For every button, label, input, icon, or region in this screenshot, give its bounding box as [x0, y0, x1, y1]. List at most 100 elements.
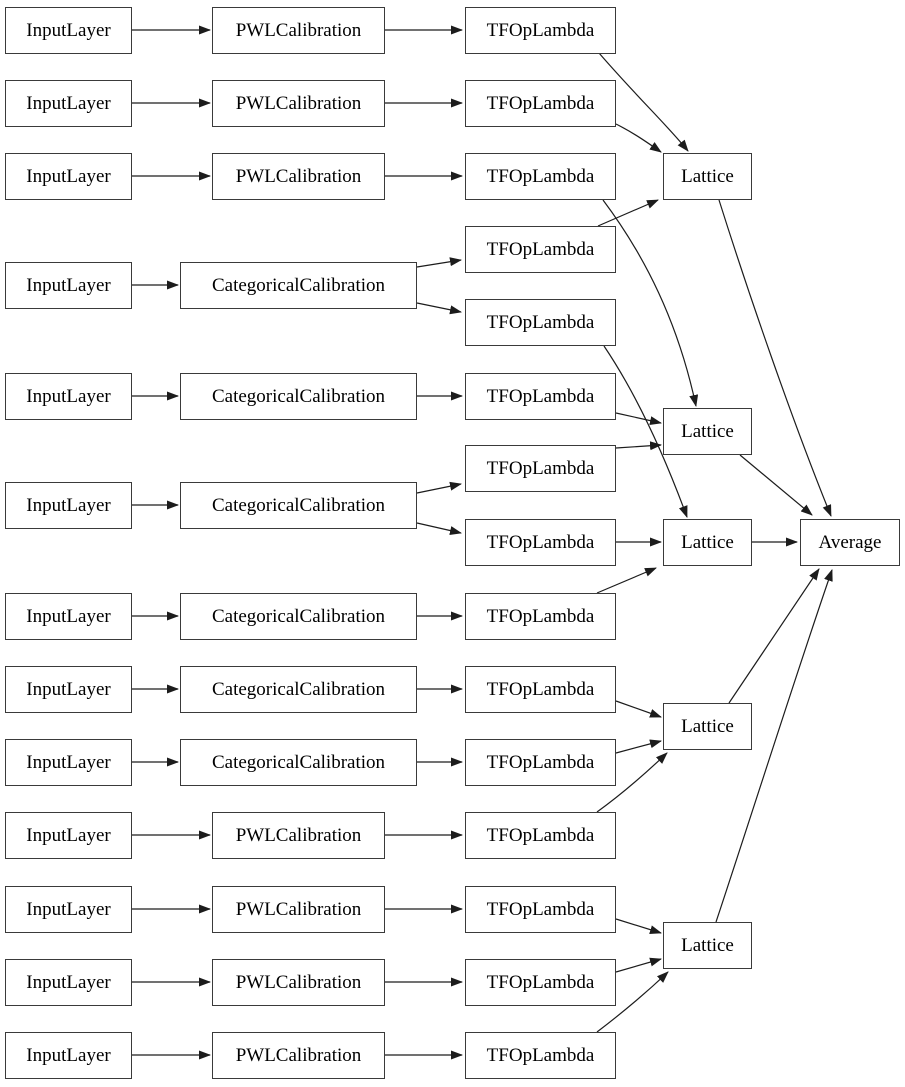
node-lambda4: TFOpLambda [465, 226, 616, 273]
edge-lambda10-to-lattice4 [615, 700, 662, 718]
node-label-input4: InputLayer [26, 274, 111, 296]
node-label-pwl3: PWLCalibration [235, 165, 362, 187]
node-label-lambda1: TFOpLambda [486, 19, 595, 41]
node-label-cc2: CategoricalCalibration [211, 385, 386, 407]
node-pwl4: PWLCalibration [212, 812, 385, 859]
node-input12: InputLayer [5, 959, 132, 1006]
node-input9: InputLayer [5, 739, 132, 786]
node-label-lambda8: TFOpLambda [486, 531, 595, 553]
node-pwl2: PWLCalibration [212, 80, 385, 127]
node-label-cc3: CategoricalCalibration [211, 494, 386, 516]
node-label-lambda9: TFOpLambda [486, 605, 595, 627]
node-label-input6: InputLayer [26, 494, 111, 516]
node-label-lambda5: TFOpLambda [486, 311, 595, 333]
node-label-lambda7: TFOpLambda [486, 457, 595, 479]
edge-cc3-to-lambda8 [416, 522, 462, 535]
node-label-lambda6: TFOpLambda [486, 385, 595, 407]
node-cc4: CategoricalCalibration [180, 593, 417, 640]
edge-lambda5-to-lattice3 [603, 345, 688, 518]
node-lambda8: TFOpLambda [465, 519, 616, 566]
edge-lambda4-to-lattice1 [597, 199, 659, 227]
edge-lattice5-to-average [715, 569, 833, 923]
node-cc2: CategoricalCalibration [180, 373, 417, 420]
node-label-lattice5: Lattice [681, 934, 734, 956]
node-input13: InputLayer [5, 1032, 132, 1079]
edge-lambda13-to-lattice5 [615, 918, 662, 935]
node-label-cc4: CategoricalCalibration [211, 605, 386, 627]
node-label-pwl7: PWLCalibration [235, 1044, 362, 1066]
node-lattice3: Lattice [663, 519, 752, 566]
node-input10: InputLayer [5, 812, 132, 859]
node-pwl5: PWLCalibration [212, 886, 385, 933]
node-pwl6: PWLCalibration [212, 959, 385, 1006]
node-label-lambda3: TFOpLambda [486, 165, 595, 187]
node-lambda11: TFOpLambda [465, 739, 616, 786]
edges-group [132, 25, 833, 1060]
edge-lambda1-to-lattice1 [598, 52, 689, 152]
node-label-lambda4: TFOpLambda [486, 238, 595, 260]
node-label-input11: InputLayer [26, 898, 111, 920]
node-label-cc1: CategoricalCalibration [211, 274, 386, 296]
node-lambda6: TFOpLambda [465, 373, 616, 420]
node-lambda7: TFOpLambda [465, 445, 616, 492]
node-input11: InputLayer [5, 886, 132, 933]
node-label-pwl6: PWLCalibration [235, 971, 362, 993]
edge-lambda12-to-lattice4 [596, 752, 668, 813]
edge-lambda2-to-lattice1 [615, 123, 662, 153]
edge-cc3-to-lambda7 [416, 481, 462, 494]
node-pwl3: PWLCalibration [212, 153, 385, 200]
node-average: Average [800, 519, 900, 566]
edge-lambda14-to-lattice5 [615, 957, 662, 973]
node-label-cc6: CategoricalCalibration [211, 751, 386, 773]
node-pwl1: PWLCalibration [212, 7, 385, 54]
node-cc3: CategoricalCalibration [180, 482, 417, 529]
node-label-lambda10: TFOpLambda [486, 678, 595, 700]
edge-cc1-to-lambda5 [416, 302, 462, 315]
node-label-lambda12: TFOpLambda [486, 824, 595, 846]
node-label-lattice4: Lattice [681, 715, 734, 737]
node-lambda5: TFOpLambda [465, 299, 616, 346]
edge-lambda9-to-lattice3 [596, 567, 657, 594]
node-label-lattice3: Lattice [681, 531, 734, 553]
node-lambda10: TFOpLambda [465, 666, 616, 713]
node-input5: InputLayer [5, 373, 132, 420]
node-lambda9: TFOpLambda [465, 593, 616, 640]
node-cc1: CategoricalCalibration [180, 262, 417, 309]
edge-lambda3-to-lattice2 [602, 199, 699, 407]
edge-lambda7-to-lattice2 [615, 441, 662, 451]
node-label-input13: InputLayer [26, 1044, 111, 1066]
edge-lambda6-to-lattice2 [615, 412, 662, 426]
node-label-average: Average [818, 531, 882, 553]
node-label-lambda13: TFOpLambda [486, 898, 595, 920]
node-label-input8: InputLayer [26, 678, 111, 700]
node-lattice5: Lattice [663, 922, 752, 969]
node-label-input2: InputLayer [26, 92, 111, 114]
node-cc6: CategoricalCalibration [180, 739, 417, 786]
node-lattice4: Lattice [663, 703, 752, 750]
edge-lambda11-to-lattice4 [615, 739, 662, 754]
edge-lambda15-to-lattice5 [596, 971, 669, 1033]
node-lambda14: TFOpLambda [465, 959, 616, 1006]
node-lambda1: TFOpLambda [465, 7, 616, 54]
node-label-input3: InputLayer [26, 165, 111, 187]
node-input8: InputLayer [5, 666, 132, 713]
node-lambda3: TFOpLambda [465, 153, 616, 200]
node-label-input1: InputLayer [26, 19, 111, 41]
node-label-input5: InputLayer [26, 385, 111, 407]
node-label-pwl5: PWLCalibration [235, 898, 362, 920]
edge-lattice2-to-average [739, 454, 813, 516]
node-label-pwl1: PWLCalibration [235, 19, 362, 41]
node-lambda15: TFOpLambda [465, 1032, 616, 1079]
node-lattice2: Lattice [663, 408, 752, 455]
node-input1: InputLayer [5, 7, 132, 54]
edge-lattice4-to-average [728, 568, 820, 704]
node-lambda12: TFOpLambda [465, 812, 616, 859]
node-label-lambda2: TFOpLambda [486, 92, 595, 114]
node-label-cc5: CategoricalCalibration [211, 678, 386, 700]
node-label-lambda15: TFOpLambda [486, 1044, 595, 1066]
node-lambda13: TFOpLambda [465, 886, 616, 933]
node-input2: InputLayer [5, 80, 132, 127]
node-label-input7: InputLayer [26, 605, 111, 627]
node-cc5: CategoricalCalibration [180, 666, 417, 713]
